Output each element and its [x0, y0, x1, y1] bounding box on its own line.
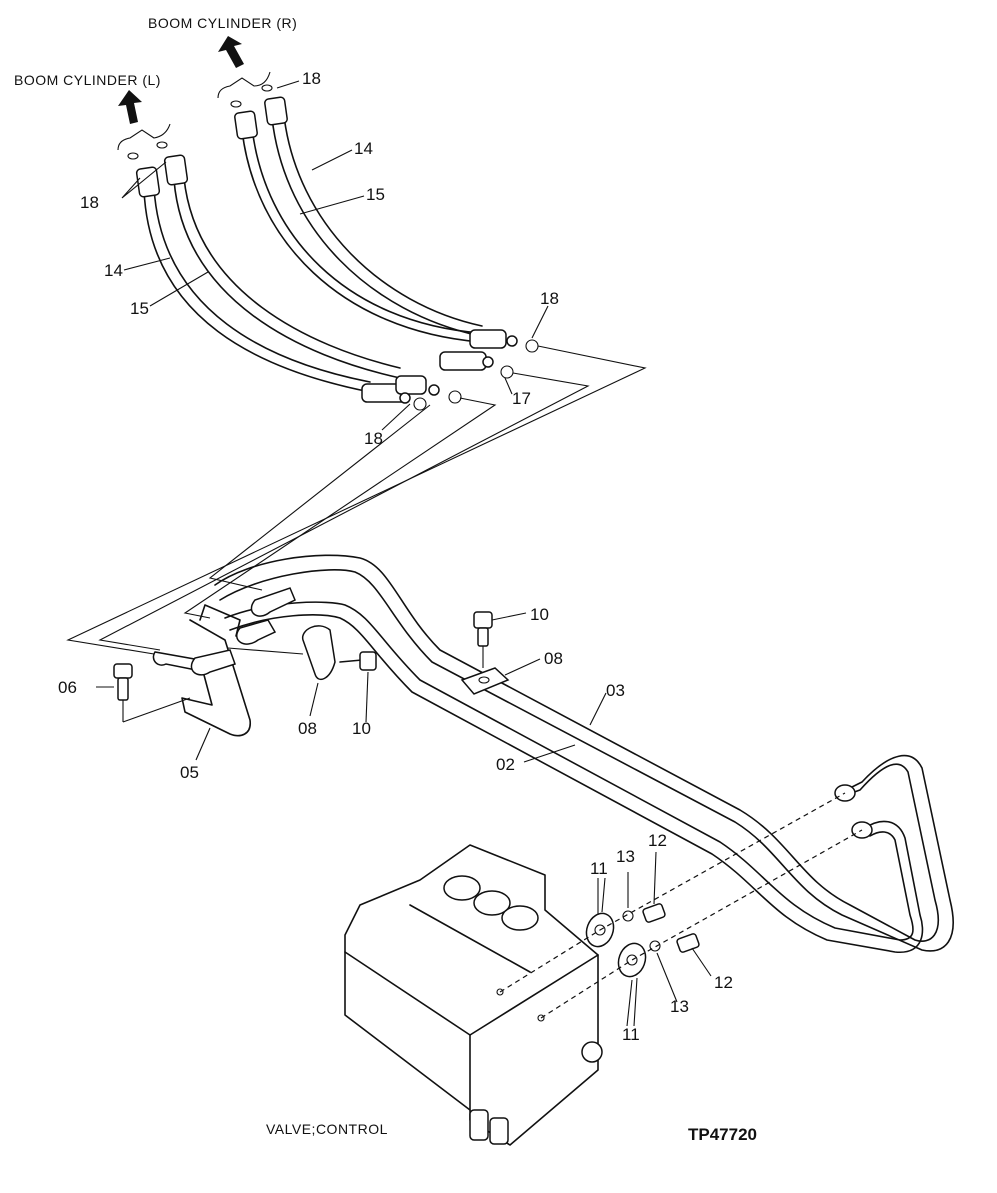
bolt-10-upper — [473, 611, 493, 668]
callout-18: 18 — [364, 429, 383, 448]
callout-18: 18 — [540, 289, 559, 308]
callout-08: 08 — [544, 649, 563, 668]
bolt-10-lower — [339, 651, 377, 671]
callout-06: 06 — [58, 678, 77, 697]
callout-11: 11 — [622, 1025, 640, 1044]
callout-13: 13 — [670, 997, 689, 1016]
hose-pair-right — [234, 96, 518, 371]
arrow-up-icon — [118, 90, 142, 124]
bracket-05 — [152, 587, 296, 737]
callout-14: 14 — [104, 261, 123, 280]
o-ring — [525, 339, 539, 353]
callout-17: 17 — [512, 389, 531, 408]
bolt-12-lower — [676, 933, 700, 953]
callout-12: 12 — [648, 831, 667, 850]
clamp-08-left — [302, 625, 336, 681]
bolt-06 — [113, 663, 191, 723]
callout-10: 10 — [352, 719, 371, 738]
callout-02: 02 — [496, 755, 515, 774]
hose-pair-left — [135, 154, 440, 404]
bolt-12-upper — [642, 903, 666, 923]
clamp-08-right — [460, 667, 510, 695]
callout-18: 18 — [302, 69, 321, 88]
o-ring — [448, 390, 462, 404]
callout-14: 14 — [354, 139, 373, 158]
steel-lines — [214, 554, 954, 953]
arrow-up-icon — [218, 36, 244, 68]
valve-control-label: VALVE;CONTROL — [266, 1121, 388, 1137]
o-ring-13-upper — [622, 910, 634, 922]
flange-11-lower — [617, 942, 647, 978]
o-ring-13-lower — [649, 940, 661, 952]
o-ring — [413, 397, 427, 411]
callout-13: 13 — [616, 847, 635, 866]
callout-05: 05 — [180, 763, 199, 782]
boom-cylinder-l-label: BOOM CYLINDER (L) — [14, 72, 161, 88]
o-ring — [500, 365, 514, 379]
callout-11: 11 — [590, 859, 608, 878]
callout-10: 10 — [530, 605, 549, 624]
control-valve — [344, 844, 603, 1146]
callout-08: 08 — [298, 719, 317, 738]
callout-15: 15 — [130, 299, 149, 318]
boom-cylinder-r-label: BOOM CYLINDER (R) — [148, 15, 297, 31]
callout-12: 12 — [714, 973, 733, 992]
callout-03: 03 — [606, 681, 625, 700]
figure-code: TP47720 — [688, 1125, 757, 1144]
callout-18: 18 — [80, 193, 99, 212]
callout-15: 15 — [366, 185, 385, 204]
